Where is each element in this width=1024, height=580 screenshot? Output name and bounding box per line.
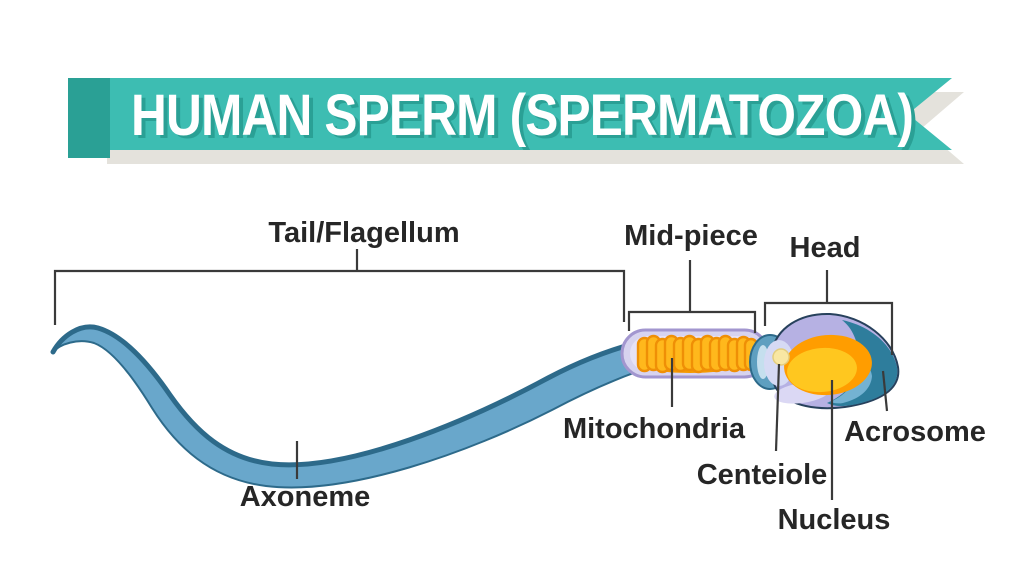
label-mitochondria: Mitochondria xyxy=(563,413,746,445)
label-centriole: Centeiole xyxy=(697,459,828,491)
tail-bracket xyxy=(53,269,626,325)
midpiece-bracket xyxy=(627,310,757,333)
annotation-lines xyxy=(53,249,894,500)
banner-title-shadow: HUMAN SPERM (SPERMATOZOA) xyxy=(135,86,917,151)
label-axoneme: Axoneme xyxy=(240,481,371,513)
sperm-illustration xyxy=(50,312,900,489)
banner-title: HUMAN SPERM (SPERMATOZOA) xyxy=(131,83,913,148)
banner-ribbon: HUMAN SPERM (SPERMATOZOA) HUMAN SPERM (S… xyxy=(68,78,964,164)
banner-band-shape xyxy=(95,78,952,150)
tail-shape xyxy=(52,325,644,489)
banner-left-fold-shape xyxy=(68,78,110,158)
mitochondria-coil xyxy=(636,334,759,374)
label-mid-piece: Mid-piece xyxy=(624,220,758,252)
label-nucleus: Nucleus xyxy=(778,504,891,536)
label-tail-flagellum: Tail/Flagellum xyxy=(268,217,459,249)
nucleus-shape xyxy=(787,347,857,393)
tail-edge-accent xyxy=(50,324,639,468)
label-head: Head xyxy=(790,232,861,264)
head-bracket xyxy=(763,301,894,355)
part-labels: Tail/Flagellum Mid-piece Head Mitochondr… xyxy=(240,217,986,536)
centriole-leader-line xyxy=(774,363,781,452)
acrosome-leader-line xyxy=(881,370,889,412)
centriole-shape xyxy=(772,348,790,366)
label-acrosome: Acrosome xyxy=(844,416,986,448)
